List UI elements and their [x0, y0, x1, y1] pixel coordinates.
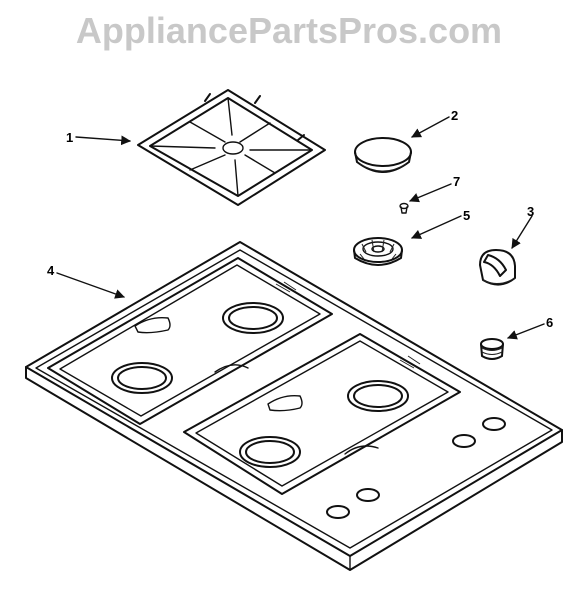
control-knob	[479, 249, 516, 286]
callout-1: 1	[66, 130, 73, 145]
burner-opening-front-right	[239, 436, 301, 468]
burner-head	[353, 237, 403, 266]
knob-hole	[326, 505, 350, 519]
callout-4: 4	[47, 263, 55, 278]
knob-hole	[452, 434, 476, 448]
spring-grommet	[480, 338, 504, 360]
callout-6: 6	[546, 315, 553, 330]
screw	[399, 202, 409, 214]
burner-cap	[354, 137, 412, 173]
knob-hole	[482, 417, 506, 431]
watermark-brand: AppliancePartsPros.com	[75, 10, 503, 51]
callout-3: 3	[527, 204, 534, 219]
callout-2: 2	[451, 108, 458, 123]
burner-opening-rear-left	[222, 302, 284, 334]
callout-5: 5	[463, 208, 470, 223]
knob-hole	[356, 488, 380, 502]
burner-opening-front-left	[111, 362, 173, 394]
burner-opening-rear-right	[347, 380, 409, 412]
cooktop-panel	[25, 241, 563, 571]
burner-grate	[137, 89, 326, 206]
callout-7: 7	[453, 174, 460, 189]
callout-leaders	[56, 116, 545, 340]
